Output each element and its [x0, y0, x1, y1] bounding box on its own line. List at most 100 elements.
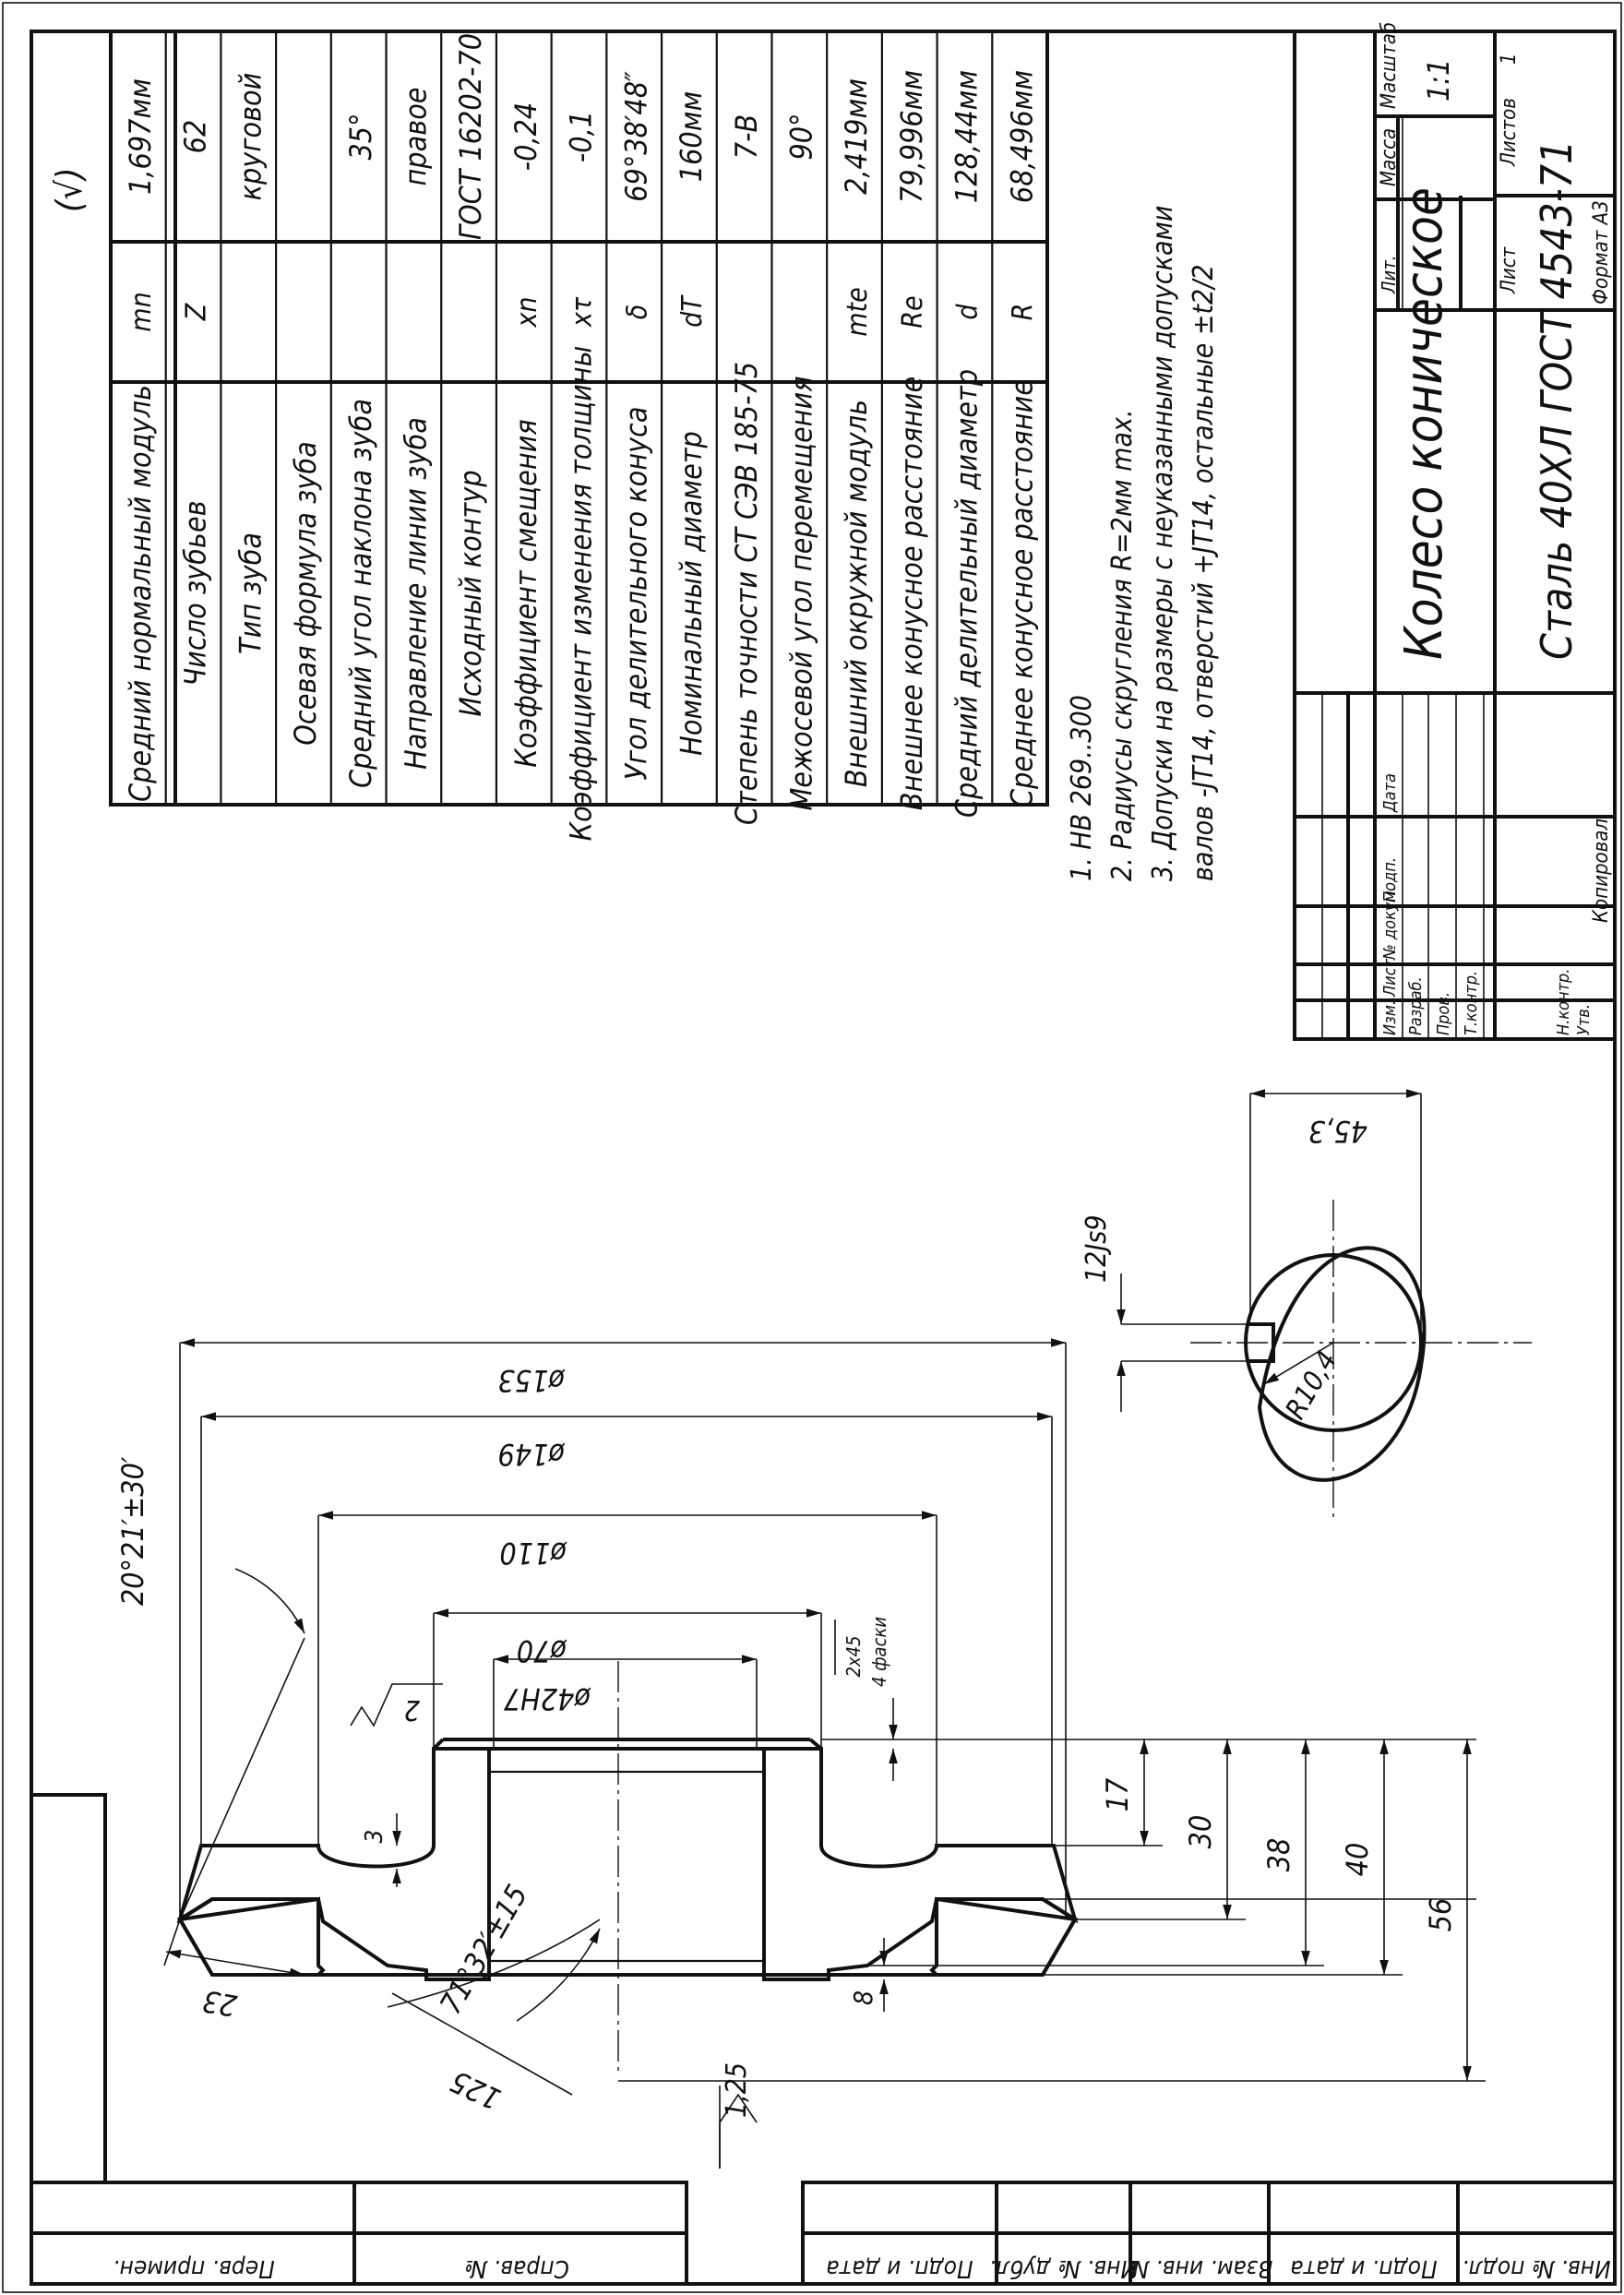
drawing-title: Колесо коническое: [1394, 187, 1454, 660]
svg-text:Инв. № дубл.: Инв. № дубл.: [989, 2254, 1137, 2282]
side-label-inv-dubl: Инв. № дубл.: [989, 2254, 1137, 2282]
shaft-section-view: R10,4 12Js9 45,3: [1081, 1089, 1532, 1523]
svg-text:Формат А3: Формат А3: [1590, 200, 1613, 305]
svg-text:№ докум.: № докум.: [1380, 886, 1400, 961]
table-row-name: Межосевой угол перемещения: [783, 376, 818, 810]
table-row-name: Среднее конусное расстояние: [1004, 379, 1039, 807]
svg-text:Разраб.: Разраб.: [1406, 976, 1426, 1035]
note-1: 1. HB 269..300: [1066, 695, 1098, 881]
table-row-symbol: Z: [181, 303, 213, 321]
table-row-symbol: Re: [897, 295, 929, 328]
svg-text:Утв.: Утв.: [1574, 1004, 1594, 1035]
table-row-name: Внешнее конусное расстояние: [894, 377, 929, 811]
dim-r104: R10,4: [1280, 1345, 1344, 1425]
dim-d149: ø149: [497, 1437, 566, 1472]
table-row-symbol: xτ: [567, 296, 599, 328]
table-row-name: Внешний окружной модуль: [839, 400, 874, 787]
table-row-name: Исходный контур: [453, 470, 488, 716]
table-row-name: Средний нормальный модуль: [123, 385, 158, 802]
svg-text:Перв. примен.: Перв. примен.: [113, 2254, 275, 2282]
technical-notes: 1. HB 269..300 2. Радиусы скругления R=2…: [1066, 206, 1220, 881]
table-row-symbol: mn: [125, 292, 158, 331]
side-label-sprav: Справ. №: [464, 2254, 569, 2282]
note-3: 3. Допуски на размеры с неуказанными доп…: [1147, 206, 1179, 881]
svg-text:Подп. и дата: Подп. и дата: [826, 2254, 973, 2282]
tooth-left: [176, 1896, 326, 1977]
table-row-symbol: dT: [676, 294, 709, 328]
dim-d110: ø110: [499, 1536, 567, 1571]
diameter-dimensions: ø153 ø149 ø110 ø70 ø42H7: [179, 1338, 1067, 1919]
height-dimensions: 17 30 38 40 56 8 3 2x45 4 фаски: [361, 1617, 1486, 2082]
dim-h38: 38: [1261, 1838, 1296, 1872]
svg-text:Подп. и дата: Подп. и дата: [1290, 2254, 1437, 2282]
side-label-inv-podl: Инв. № подл.: [1462, 2254, 1610, 2282]
svg-text:Взам. инв. №: Взам. инв. №: [1127, 2254, 1273, 2282]
table-row-value: правое: [399, 87, 434, 185]
svg-text:Инв. № подл.: Инв. № подл.: [1462, 2254, 1610, 2282]
dim-h8: 8: [848, 1990, 878, 2005]
dim-h40: 40: [1340, 1843, 1375, 1877]
table-row-name: Осевая формула зуба: [288, 441, 323, 745]
roughness-125: 1,25: [721, 2062, 753, 2118]
svg-text:Справ. №: Справ. №: [464, 2254, 569, 2282]
dim-w453: 45,3: [1308, 1114, 1367, 1149]
table-row-name: Средний угол наклона зуба: [343, 399, 378, 788]
table-row-name: Средний делительный диаметр: [949, 369, 985, 818]
table-row-value: 79,996мм: [894, 70, 929, 203]
dim-h56: 56: [1423, 1898, 1458, 1932]
svg-text:Листов: Листов: [1498, 98, 1521, 167]
svg-text:Подп.: Подп.: [1380, 857, 1400, 902]
tooth-right: [929, 1896, 1079, 1977]
table-row-name: Коэффициент смещения: [508, 419, 543, 767]
svg-text:Изм.: Изм.: [1380, 1000, 1400, 1035]
inner-frame: [30, 30, 1617, 2286]
table-row-name: Коэффициент изменения толщины: [564, 346, 599, 842]
side-label-perv: Перв. примен.: [113, 2254, 275, 2282]
table-row-value: 160мм: [674, 91, 709, 182]
table-row-name: Направление линии зуба: [399, 417, 434, 770]
roughness-2: 2: [404, 1693, 420, 1726]
table-row-value: 69°38′48″: [618, 71, 653, 202]
table-row-value: круговой: [233, 73, 268, 201]
dim-angle-71: 71°32′±15: [433, 1879, 534, 2020]
table-row-value: 35°: [343, 113, 378, 160]
note-4: валов -JT14, отверстий +JT14, остальные …: [1188, 265, 1220, 881]
dim-3: 3: [361, 1830, 388, 1844]
table-row-value: 7-В: [729, 114, 764, 159]
dim-125: 125: [445, 2063, 506, 2117]
table-row-name: Тип зуба: [233, 532, 268, 654]
table-row-name: Номинальный диаметр: [674, 431, 709, 756]
svg-text:Лист: Лист: [1498, 245, 1521, 294]
table-row-value: 68,496мм: [1004, 70, 1039, 203]
angle-dimensions: 20°21′±30′ 71°32′±15 23 125 2 1,25: [115, 1456, 758, 2169]
table-row-value: 2,419мм: [839, 78, 874, 195]
scale-value: 1:1: [1421, 59, 1456, 102]
roughness-mark: (√): [49, 168, 90, 212]
table-row-symbol: d: [952, 304, 985, 320]
table-row-value: -0,1: [564, 111, 599, 162]
svg-text:Т.контр.: Т.контр.: [1462, 971, 1481, 1035]
dim-h30: 30: [1183, 1815, 1218, 1849]
svg-text:Масса: Масса: [1378, 128, 1401, 186]
chamfer-count: 4 фаски: [868, 1617, 890, 1687]
table-row-value: -0,24: [508, 102, 543, 171]
table-row-value: ГОСТ 16202-70: [453, 33, 488, 240]
gear-section-view: ø153 ø149 ø110 ø70 ø42H7 17: [115, 1089, 1532, 2169]
svg-text:Лист: Лист: [1380, 958, 1400, 998]
side-block: Перв. примен. Справ. № Подп. и дата Инв.…: [30, 1793, 1617, 2286]
title-block: Колесо коническое Сталь 40ХЛ ГОСТ 4543-7…: [1293, 22, 1617, 1041]
svg-text:Лит.: Лит.: [1378, 256, 1400, 294]
dim-h17: 17: [1100, 1777, 1135, 1811]
svg-text:Копировал: Копировал: [1590, 819, 1613, 923]
table-row-name: Число зубьев: [178, 500, 213, 686]
dim-23: 23: [200, 1983, 240, 2024]
svg-text:Масштаб: Масштаб: [1378, 22, 1401, 109]
table-row-name: Степень точности СТ СЭВ 185-75: [729, 362, 764, 825]
side-label-podp1: Подп. и дата: [826, 2254, 973, 2282]
table-row-symbol: xn: [511, 296, 543, 328]
svg-text:Дата: Дата: [1380, 773, 1400, 813]
side-label-vzam: Взам. инв. №: [1127, 2254, 1273, 2282]
svg-text:Н.контр.: Н.контр.: [1554, 969, 1573, 1035]
svg-text:Пров.: Пров.: [1434, 992, 1453, 1035]
